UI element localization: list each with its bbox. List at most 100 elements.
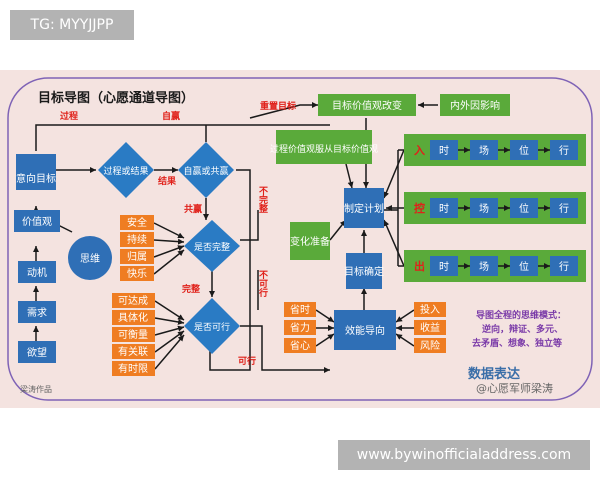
stage-step-box [470,140,498,160]
data-express-title: 数据表达 [468,366,520,382]
stage-steps: 时场位行时场位行时场位行 [430,140,578,276]
diamond-win-or-mutual [178,142,234,198]
feasible-items: 可达成 具体化 可衡量 有关联 有时限 [112,293,155,376]
top-tag: TG: MYYJJPP [10,10,134,40]
efficiency-box [334,310,396,350]
stage-step-label: 场 [479,144,489,157]
feasible-item-label: 可达成 [118,295,148,307]
diamond-complete [184,220,240,272]
feasible-item-box [112,293,155,308]
effect-label: 省时 [290,303,310,316]
feasible-item-box [112,327,155,342]
edge-label-mutual-win: 共赢 [184,203,202,215]
author-credit: 梁涛作品 [20,384,52,394]
effect-label: 收益 [420,321,440,334]
stage-step-label: 时 [439,203,449,215]
desire-box [18,341,56,363]
feasible-item-box [112,344,155,359]
goal-confirm-label: 目标确定 [344,265,384,278]
intention-goal-box [16,154,56,190]
stage-step-label: 场 [479,202,489,215]
stage-step-label: 行 [559,144,569,157]
diamond-process-or-result [98,142,154,198]
stage-control-label: 控 [414,201,425,215]
stage-step-label: 位 [519,202,529,215]
edge-label-process: 过程 [60,110,78,122]
stage-step-box [550,256,578,276]
edge-label-infeasible: 不可行 [257,270,269,298]
diagram-title: 目标导图（心愿通道导图） [38,90,194,106]
obey-label: 过程价值观服从目标价值观 [270,143,378,155]
diamond-win-or-mutual-label: 自赢或共赢 [183,165,228,177]
feasible-item-label: 有时限 [118,362,148,375]
need-label: 需求 [27,307,47,319]
stage-step-box [430,198,458,218]
complete-item-label: 快乐 [127,268,147,280]
thinking-mode-note: 导图全程的思维模式： 逆向，辩证、多元、 去矛盾、想象、独立等 [472,309,566,349]
edge-label-reset-goal: 重置目标 [260,100,296,112]
mode-line-1: 逆向，辩证、多元、 [482,323,563,335]
bottom-watermark: www.bywinofficialaddress.com [338,440,590,470]
edge-label-result: 结果 [158,175,177,187]
right-flow: 目标价值观改变 内外因影响 过程价值观服从目标价值观 制定计划 变化准备 目标确… [270,94,510,350]
effect-label: 投入 [420,303,440,316]
stage-step-box [550,198,578,218]
edge-label-complete: 完整 [182,283,200,295]
stage-step-label: 时 [439,261,449,273]
desire-label: 欲望 [27,346,47,359]
make-plan-label: 制定计划 [344,202,384,215]
values-label: 价值观 [22,215,52,228]
diamond-process-or-result-label: 过程或结果 [103,165,148,177]
effect-box [284,320,316,335]
goal-confirm-box [346,253,382,289]
need-box [18,301,56,323]
stage-step-box [430,140,458,160]
stage-step-box [510,198,538,218]
complete-item-box [120,215,154,230]
author-watermark: @心愿军师梁涛 [476,381,553,395]
thinking-label: 思维 [80,252,100,265]
stage-step-box [470,256,498,276]
obey-box [276,130,372,164]
edge-label-incomplete: 不完整 [257,186,269,214]
effect-box [414,338,446,353]
stage-step-label: 场 [479,260,489,273]
left-chain: 欲望 需求 动机 价值观 意向目标 思维 [14,154,112,363]
value-change-label: 目标价值观改变 [332,99,402,112]
edge-labels: 过程 自赢 结果 共赢 重置目标 不完整 完整 不可行 可行 [60,100,296,367]
mode-title: 导图全程的思维模式： [476,309,566,321]
complete-items: 安全 持续 归属 快乐 [120,215,154,281]
right-effects: 投入 收益 风险 [414,302,446,353]
diamond-feasible [184,298,240,354]
values-box [14,210,60,232]
stage-step-box [510,256,538,276]
effect-label: 风险 [420,339,440,352]
feasible-item-label: 具体化 [118,311,148,324]
feasible-item-label: 有关联 [118,345,148,358]
effect-label: 省心 [290,339,310,352]
stage-step-label: 行 [559,202,569,215]
edge-label-self-win: 自赢 [162,110,180,122]
feasible-item-label: 可衡量 [118,329,148,341]
stage-out-label: 出 [414,259,425,273]
external-factors-label: 内外因影响 [450,99,500,112]
stage-step-label: 时 [439,145,449,157]
external-factors-box [440,94,510,116]
feasible-item-box [112,361,155,376]
effect-box [414,302,446,317]
goal-map-diagram: 目标导图（心愿通道导图） [0,70,600,408]
left-effects: 省时 省力 省心 [284,302,316,353]
effect-box [284,338,316,353]
complete-item-label: 安全 [127,216,147,229]
edge-label-feasible: 可行 [238,355,256,367]
stage-step-box [430,256,458,276]
stage-step-label: 行 [559,260,569,273]
efficiency-label: 效能导向 [345,324,385,337]
complete-item-box [120,266,154,281]
decision-diamonds: 过程或结果 自赢或共赢 是否完整 是否可行 [98,142,240,354]
stage-in-label: 入 [414,144,425,157]
mode-line-2: 去矛盾、想象、独立等 [472,337,562,349]
stage-step-label: 位 [519,260,529,273]
effect-box [284,302,316,317]
stage-step-box [510,140,538,160]
